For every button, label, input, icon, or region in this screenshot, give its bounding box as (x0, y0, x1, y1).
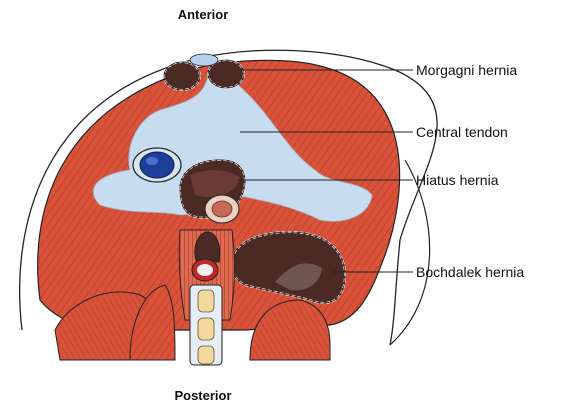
label-hiatus-hernia: Hiatus hernia (416, 172, 499, 188)
vena-cava-foramen (133, 148, 181, 182)
spine (190, 285, 222, 365)
label-bochdalek-hernia: Bochdalek hernia (416, 264, 524, 280)
hiatus-hernia (180, 160, 245, 223)
label-central-tendon: Central tendon (416, 124, 508, 140)
label-morgagni-hernia: Morgagni hernia (416, 62, 517, 78)
